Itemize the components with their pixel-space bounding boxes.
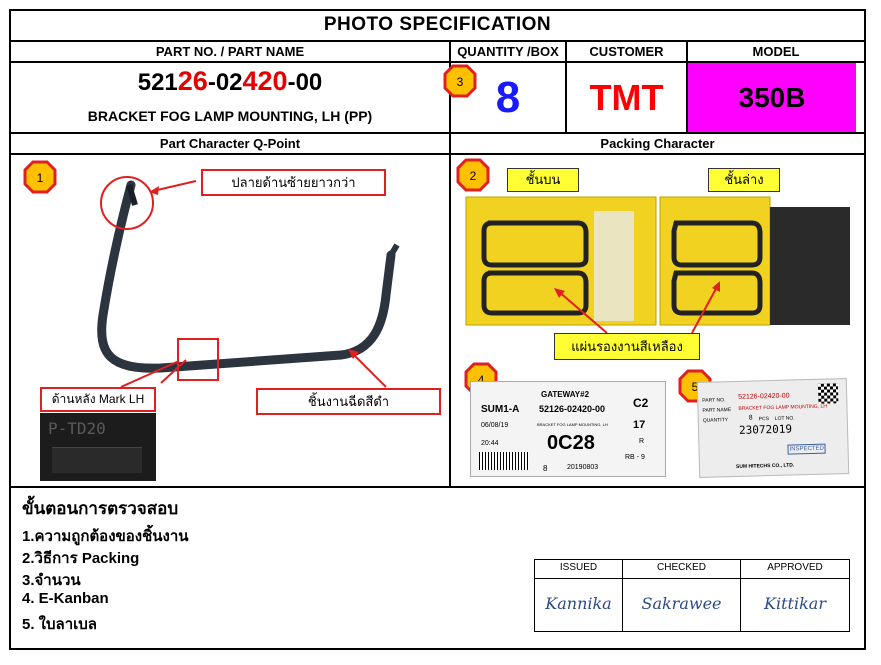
section-part-character: Part Character Q-Point bbox=[159, 136, 301, 151]
approved-signature: Kittikar bbox=[764, 594, 826, 613]
kanban-desc: BRACKET FOG LAMP MOUNTING, LH bbox=[537, 422, 608, 427]
kanban-date: 06/08/19 bbox=[481, 422, 509, 429]
header-model: MODEL bbox=[752, 44, 800, 59]
kanban-part-no: 52126-02420-00 bbox=[539, 404, 606, 414]
header-quantity: QUANTITY /BOX bbox=[457, 44, 559, 59]
section-packing-character: Packing Character bbox=[600, 136, 715, 151]
kanban-big-code: 0C28 bbox=[547, 432, 595, 454]
bracket-drawing bbox=[97, 176, 400, 388]
label-part-no-label: PART NO. bbox=[702, 397, 726, 404]
approved-label: APPROVED bbox=[767, 562, 823, 573]
svg-text:4: 4 bbox=[478, 373, 485, 387]
label-pcs: PCS bbox=[758, 416, 770, 423]
divider bbox=[534, 578, 850, 579]
kanban-n8: 8 bbox=[543, 464, 548, 473]
step-item: 2.วิธีการ Packing bbox=[22, 550, 140, 567]
qr-code-icon bbox=[817, 383, 839, 404]
issued-signature: Kannika bbox=[545, 594, 612, 613]
part-label-card: PART NO. 52126-02420-00 PART NAME BRACKE… bbox=[696, 378, 850, 478]
svg-text:2: 2 bbox=[470, 169, 477, 183]
kanban-lot: 20190803 bbox=[567, 464, 599, 471]
divider bbox=[11, 153, 864, 155]
label-part-name-label: PART NAME bbox=[702, 407, 732, 414]
label-qty-label: QUANTITY bbox=[702, 417, 729, 424]
divider bbox=[11, 61, 864, 63]
part-number-seg-red: 420 bbox=[242, 66, 288, 96]
mark-stamp: P-TD20 bbox=[48, 419, 106, 438]
divider bbox=[11, 486, 864, 488]
badge-1-icon: 1 bbox=[23, 160, 57, 194]
divider bbox=[11, 132, 864, 134]
step-item: 4. E-Kanban bbox=[22, 590, 109, 607]
label-qty: 8 bbox=[748, 414, 753, 422]
part-number-seg: -00 bbox=[287, 69, 323, 96]
page-title: PHOTO SPECIFICATION bbox=[323, 14, 552, 35]
svg-text:1: 1 bbox=[37, 171, 44, 185]
label-part-name: BRACKET FOG LAMP MOUNTING, LH bbox=[738, 403, 827, 412]
document-frame bbox=[9, 9, 866, 650]
label-inspected-stamp: INSPECTED bbox=[787, 443, 827, 455]
e-kanban-card: GATEWAY#2 SUM1-A 52126-02420-00 C2 06/08… bbox=[470, 381, 666, 477]
label-yellow-pad: แผ่นรองงานสีเหลือง bbox=[554, 333, 700, 360]
checked-label: CHECKED bbox=[657, 562, 706, 573]
divider bbox=[686, 40, 688, 134]
part-name: BRACKET FOG LAMP MOUNTING, LH (PP) bbox=[87, 108, 373, 124]
label-upper-layer: ชั้นบน bbox=[507, 168, 579, 192]
checked-signature: Sakrawee bbox=[641, 594, 722, 613]
label-lower-layer: ชั้นล่าง bbox=[708, 168, 780, 192]
header-part: PART NO. / PART NAME bbox=[155, 44, 305, 59]
label-lot-label: LOT NO. bbox=[774, 415, 795, 422]
label-part-no: 52126-02420-00 bbox=[738, 392, 790, 401]
header-customer: CUSTOMER bbox=[589, 44, 664, 59]
part-number: 52126-02420-00 bbox=[11, 66, 449, 97]
divider bbox=[449, 40, 451, 488]
kanban-gateway: GATEWAY#2 bbox=[541, 390, 590, 399]
steps-title: ขั้นตอนการตรวจสอบ bbox=[22, 499, 179, 518]
step-item: 3.จำนวน bbox=[22, 572, 81, 589]
divider bbox=[622, 559, 623, 632]
quantity-value: 8 bbox=[495, 72, 521, 122]
kanban-r: R bbox=[639, 438, 645, 445]
callout-mark-lh: ด้านหลัง Mark LH bbox=[40, 387, 156, 412]
badge-label: 3 bbox=[457, 75, 464, 89]
badge-3-icon: 3 bbox=[443, 64, 477, 98]
label-company: SUM HITECHS CO., LTD. bbox=[735, 462, 795, 470]
divider bbox=[11, 40, 864, 42]
kanban-time: 20:44 bbox=[481, 440, 499, 447]
mark-photo: P-TD20 bbox=[40, 413, 156, 481]
kanban-c2: C2 bbox=[633, 396, 649, 410]
step-item: 5. ใบลาเบล bbox=[22, 616, 97, 633]
customer-value: TMT bbox=[589, 76, 664, 118]
svg-text:5: 5 bbox=[692, 380, 699, 394]
kanban-code: SUM1-A bbox=[481, 404, 520, 415]
label-lot: 23072019 bbox=[738, 422, 793, 437]
part-number-seg-red: 26 bbox=[177, 66, 208, 96]
issued-label: ISSUED bbox=[559, 562, 598, 573]
callout-left-end: ปลายด้านซ้ายยาวกว่า bbox=[201, 169, 386, 196]
signoff-table bbox=[534, 559, 850, 632]
part-number-seg: 521 bbox=[137, 69, 178, 96]
barcode bbox=[479, 452, 529, 470]
badge-2-icon: 2 bbox=[456, 158, 490, 192]
step-item: 1.ความถูกต้องของชิ้นงาน bbox=[22, 528, 189, 545]
callout-black-part: ชิ้นงานฉีดสีดำ bbox=[256, 388, 441, 415]
packing-photos bbox=[465, 196, 850, 333]
mark-texture bbox=[52, 447, 142, 473]
kanban-rb: RB - 9 bbox=[625, 454, 645, 461]
kanban-qty: 17 bbox=[633, 419, 646, 431]
part-number-seg: -02 bbox=[207, 69, 243, 96]
model-value: 350B bbox=[688, 63, 856, 132]
divider bbox=[565, 40, 567, 134]
divider bbox=[740, 559, 741, 632]
